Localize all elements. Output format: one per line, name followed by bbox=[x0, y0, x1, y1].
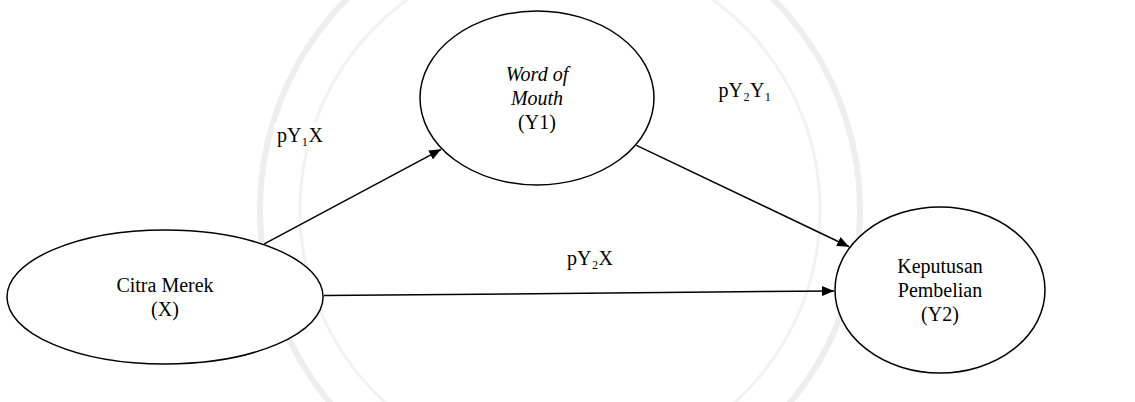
path-coefficient: pY₂Y₁ bbox=[716, 78, 775, 102]
variable-code: (Y2) bbox=[921, 302, 959, 326]
variable-code: (X) bbox=[151, 297, 179, 321]
variable-code: (Y1) bbox=[518, 110, 556, 134]
ellipse-node: Word of Mouth(Y1) bbox=[419, 10, 655, 186]
ellipse-outline bbox=[6, 229, 324, 365]
path-arrow bbox=[636, 145, 849, 246]
path-coefficient: pY₂X bbox=[564, 246, 616, 270]
variable-name: Keputusan Pembelian bbox=[883, 254, 998, 302]
path-arrow bbox=[324, 291, 834, 296]
path-arrow bbox=[264, 149, 441, 244]
ellipse-node: Keputusan Pembelian(Y2) bbox=[834, 206, 1046, 374]
ellipse-node: Citra Merek(X) bbox=[6, 229, 324, 365]
variable-name: Word of Mouth bbox=[487, 62, 587, 110]
variable-name: Citra Merek bbox=[116, 273, 213, 297]
path-coefficient: pY₁X bbox=[274, 123, 326, 147]
